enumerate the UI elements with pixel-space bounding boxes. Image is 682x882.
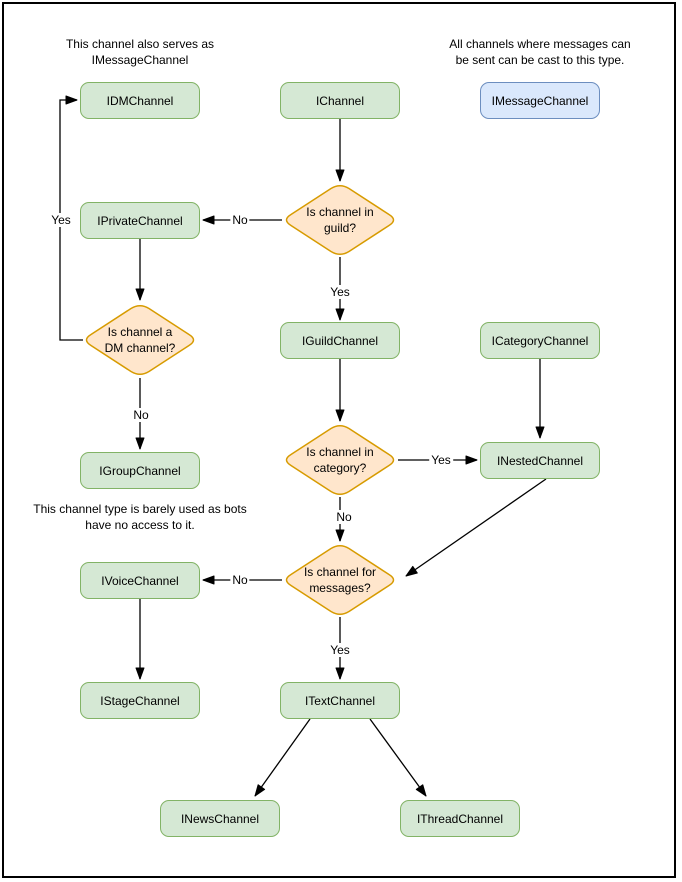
node-igroupchannel: IGroupChannel <box>80 452 200 489</box>
decision-in-category-label: Is channel in category? <box>306 445 374 475</box>
edge-label-messages-yes: Yes <box>328 643 352 657</box>
edge-label-category-no: No <box>334 510 354 524</box>
edge-label-dm-no: No <box>131 408 151 422</box>
decision-in-guild-label: Is channel in guild? <box>306 205 374 235</box>
edge-label-guild-no: No <box>230 213 250 227</box>
note-message-channel: All channels where messages can be sent … <box>449 37 631 67</box>
edge-label-guild-yes: Yes <box>328 285 352 299</box>
node-ichannel: IChannel <box>280 82 400 119</box>
decision-is-dm-label: Is channel a DM channel? <box>104 325 176 355</box>
note-dm-channel: This channel also serves as IMessageChan… <box>65 37 215 67</box>
decision-for-messages-label: Is channel for messages? <box>303 565 377 595</box>
edge-label-category-yes: Yes <box>429 453 453 467</box>
node-ithreadchannel: IThreadChannel <box>400 800 520 837</box>
node-inewschannel: INewsChannel <box>160 800 280 837</box>
node-inestedchannel: INestedChannel <box>480 442 600 479</box>
node-idmchannel: IDMChannel <box>80 82 200 119</box>
node-icategorychannel: ICategoryChannel <box>480 322 600 359</box>
node-iprivatechannel: IPrivateChannel <box>80 202 200 239</box>
node-ivoicechannel: IVoiceChannel <box>80 562 200 599</box>
note-group-channel: This channel type is barely used as bots… <box>33 502 247 532</box>
edge-label-dm-yes: Yes <box>49 213 73 227</box>
node-iguildchannel: IGuildChannel <box>280 322 400 359</box>
edge-label-messages-no: No <box>230 573 250 587</box>
node-imessagechannel: IMessageChannel <box>480 82 600 119</box>
node-istagechannel: IStageChannel <box>80 682 200 719</box>
node-itextchannel: ITextChannel <box>280 682 400 719</box>
